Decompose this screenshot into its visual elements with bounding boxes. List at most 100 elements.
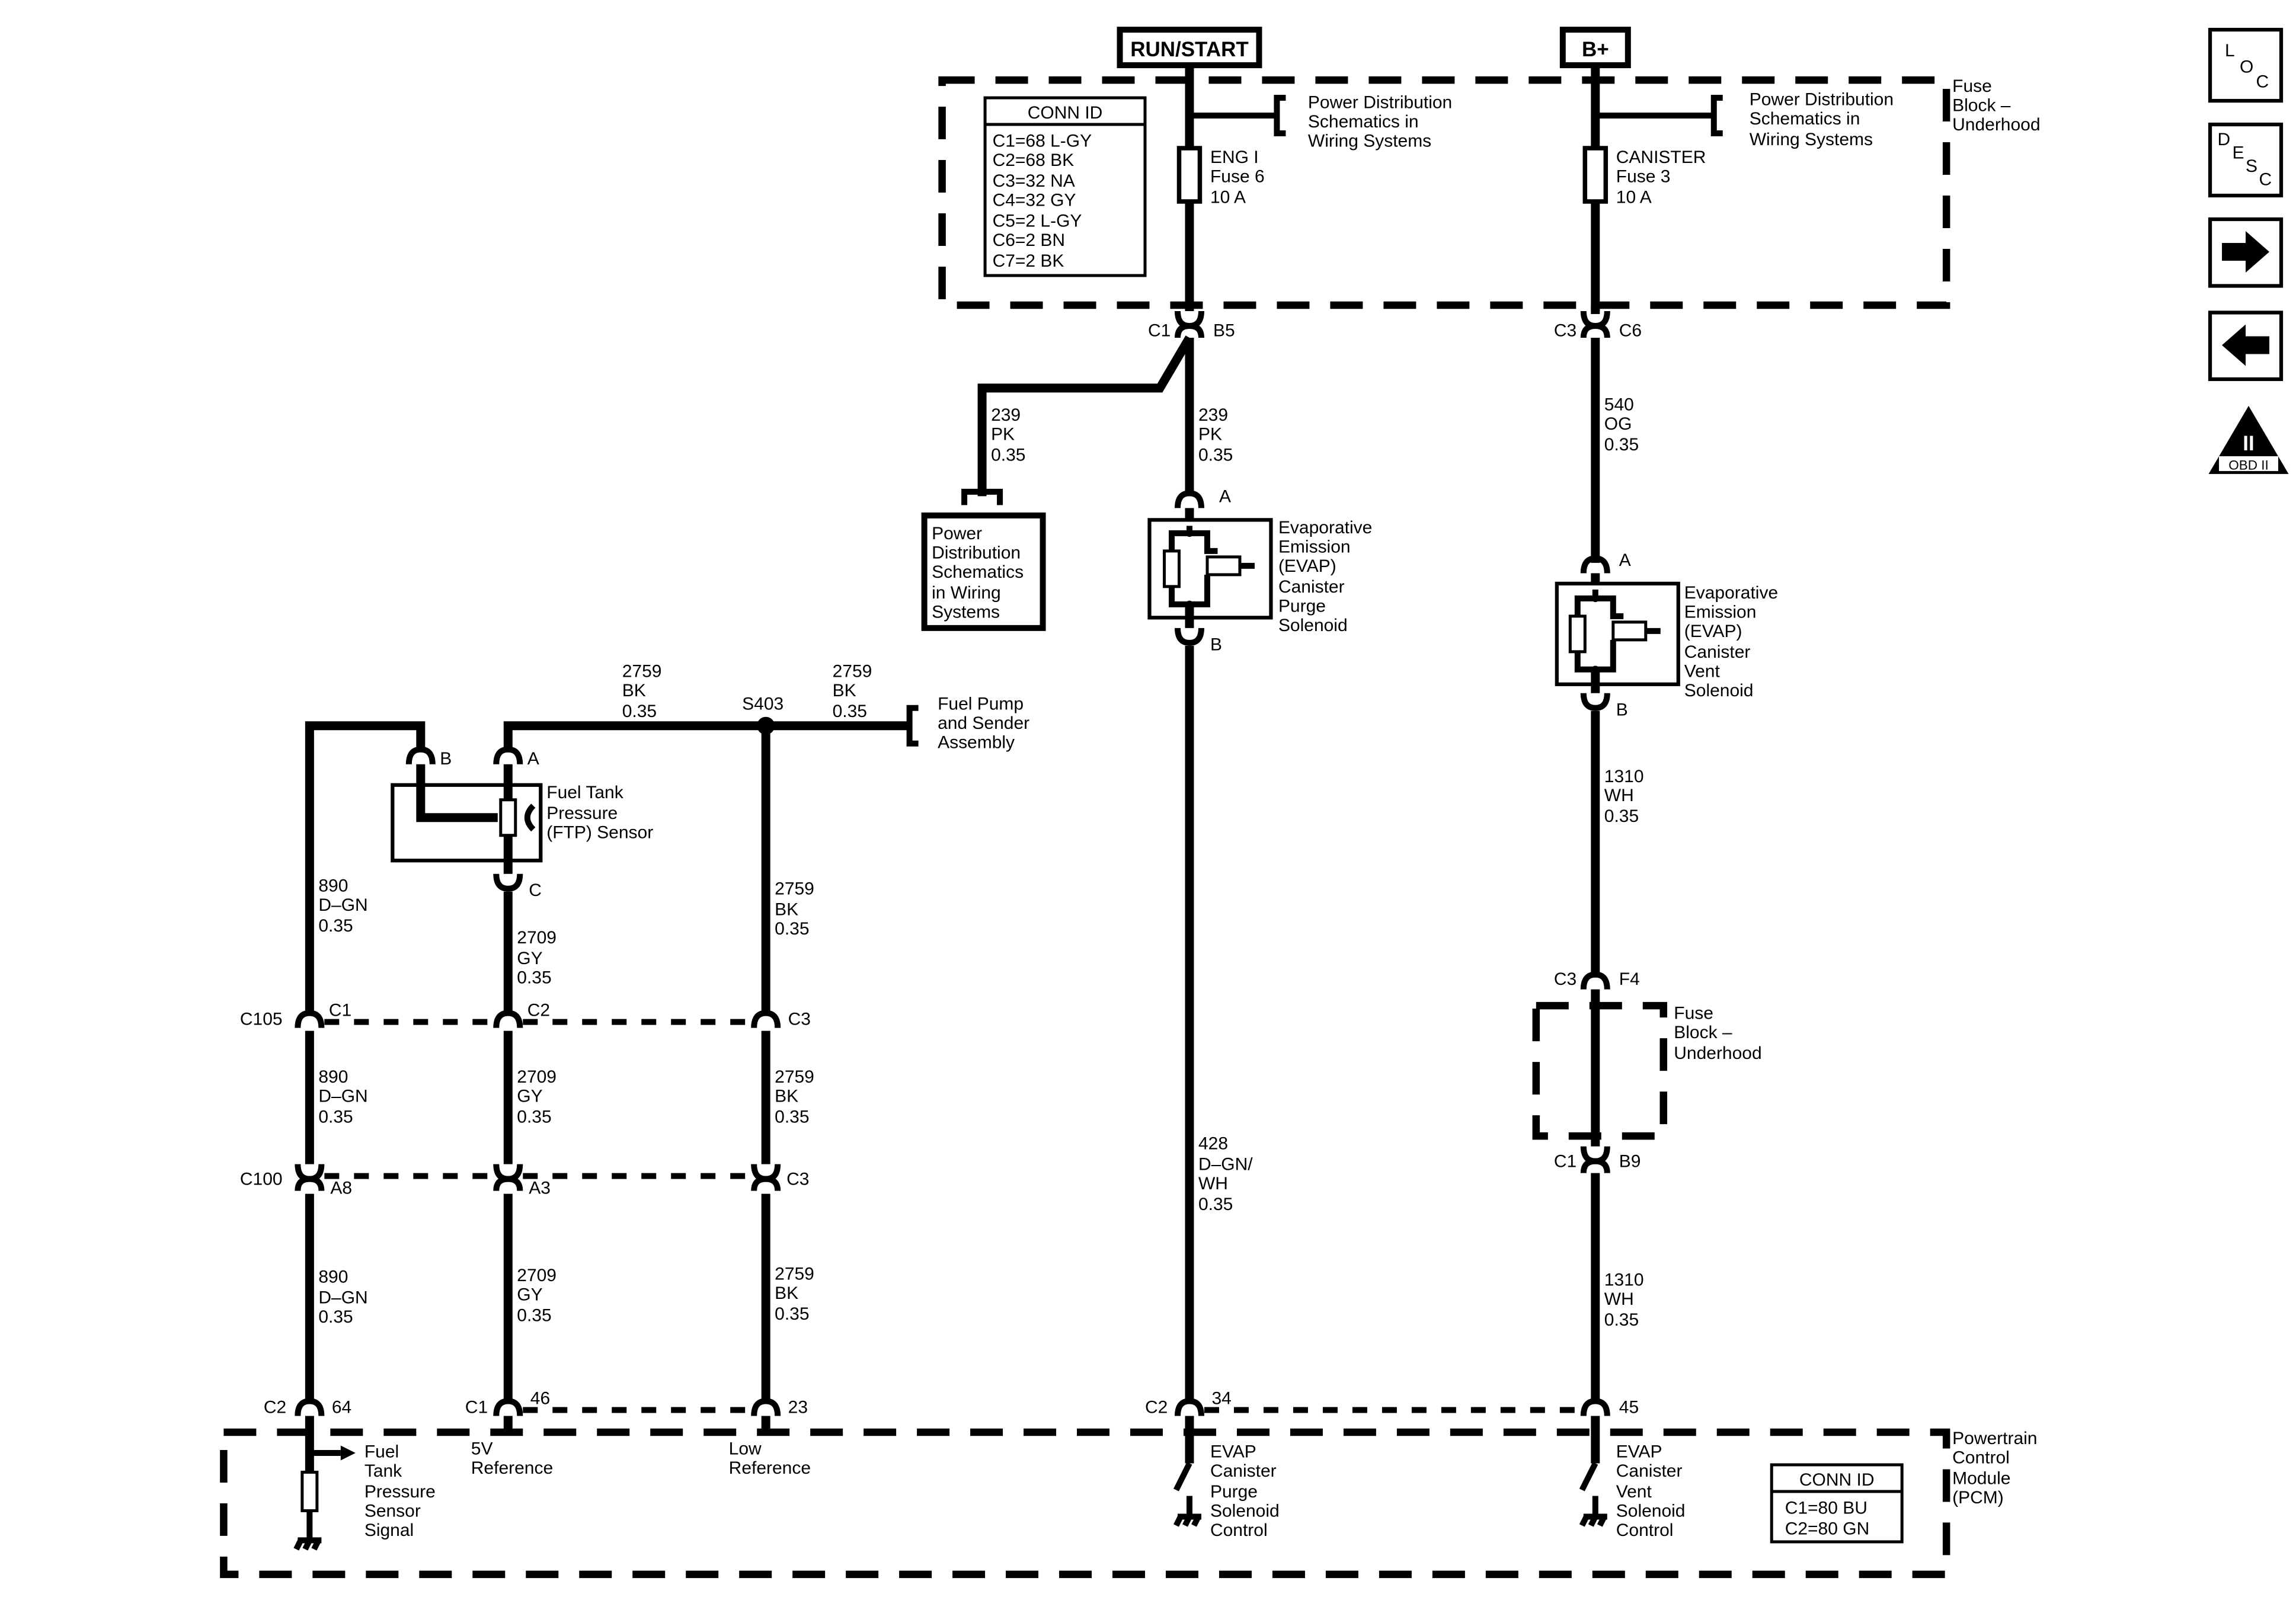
svg-text:0.35: 0.35 bbox=[318, 1108, 353, 1127]
svg-text:EVAP: EVAP bbox=[1210, 1442, 1256, 1461]
svg-text:D–GN: D–GN bbox=[318, 895, 367, 915]
svg-text:Fuel Tank: Fuel Tank bbox=[546, 783, 623, 802]
conn-id-table-top: CONN ID C1=68 L-GY C2=68 BK C3=32 NA C4=… bbox=[983, 96, 1147, 277]
svg-text:C6=2 BN: C6=2 BN bbox=[993, 231, 1066, 250]
svg-text:C5=2 L-GY: C5=2 L-GY bbox=[993, 212, 1082, 231]
obd-ii-button[interactable]: II OBD II bbox=[2208, 405, 2289, 474]
wire-label-239-branch: 239 PK 0.35 bbox=[991, 405, 1025, 465]
svg-text:C2: C2 bbox=[527, 1001, 550, 1020]
svg-text:BK: BK bbox=[622, 681, 646, 700]
svg-text:Distribution: Distribution bbox=[932, 543, 1021, 562]
svg-text:C3: C3 bbox=[788, 1010, 811, 1029]
svg-text:Schematics: Schematics bbox=[932, 562, 1024, 582]
loc-button[interactable]: L O C bbox=[2208, 27, 2284, 103]
svg-text:Fuel Pump: Fuel Pump bbox=[938, 694, 1024, 713]
svg-text:ENG I: ENG I bbox=[1210, 148, 1259, 167]
svg-text:0.35: 0.35 bbox=[775, 919, 809, 939]
svg-text:CANISTER: CANISTER bbox=[1616, 148, 1706, 167]
splice-label: S403 bbox=[742, 694, 784, 713]
svg-text:10 A: 10 A bbox=[1210, 188, 1246, 207]
left-arrow-icon bbox=[2222, 324, 2270, 366]
svg-text:2709: 2709 bbox=[517, 928, 557, 948]
svg-text:(EVAP): (EVAP) bbox=[1684, 622, 1742, 641]
svg-text:2709: 2709 bbox=[517, 1266, 557, 1285]
svg-text:D–GN: D–GN bbox=[318, 1288, 367, 1308]
svg-text:C7=2 BK: C7=2 BK bbox=[993, 251, 1064, 271]
svg-text:428: 428 bbox=[1198, 1134, 1228, 1154]
evap-purge-solenoid bbox=[1147, 518, 1273, 646]
svg-text:Assembly: Assembly bbox=[938, 732, 1015, 752]
canister-fuse-3 bbox=[1582, 146, 1609, 204]
wire-labels-row-3: 890 D–GN 0.35 2709 GY 0.35 2759 BK 0.35 bbox=[318, 1265, 814, 1327]
branch-239-to-power-dist bbox=[921, 335, 1194, 631]
svg-text:Canister: Canister bbox=[1684, 642, 1751, 662]
svg-text:0.35: 0.35 bbox=[517, 1306, 551, 1326]
svg-text:1310: 1310 bbox=[1604, 1270, 1644, 1290]
svg-text:WH: WH bbox=[1198, 1174, 1228, 1193]
svg-text:Control: Control bbox=[1210, 1521, 1268, 1540]
svg-text:34: 34 bbox=[1211, 1388, 1231, 1408]
run-start-supply: RUN/START bbox=[1117, 27, 1262, 69]
svg-text:239: 239 bbox=[991, 405, 1021, 425]
svg-text:PK: PK bbox=[1198, 424, 1222, 444]
desc-button[interactable]: D E S C bbox=[2208, 122, 2284, 198]
svg-text:C4=32 GY: C4=32 GY bbox=[993, 191, 1076, 210]
svg-text:Wiring Systems: Wiring Systems bbox=[1308, 132, 1431, 151]
wire-label-1310-upper: 1310 WH 0.35 bbox=[1604, 767, 1644, 826]
wire-label-428: 428 D–GN/ WH 0.35 bbox=[1198, 1134, 1253, 1214]
connector-c1-b9: C1 B9 bbox=[1554, 1146, 1641, 1173]
svg-text:0.35: 0.35 bbox=[622, 702, 657, 721]
svg-text:GY: GY bbox=[517, 1285, 542, 1305]
svg-text:GY: GY bbox=[517, 949, 542, 968]
svg-text:Systems: Systems bbox=[932, 602, 1000, 622]
svg-text:S403: S403 bbox=[742, 694, 784, 713]
prev-arrow-button[interactable] bbox=[2208, 311, 2284, 382]
svg-text:BK: BK bbox=[833, 681, 856, 700]
svg-text:2709: 2709 bbox=[517, 1067, 557, 1087]
pcm-low-ref-label: Low Reference bbox=[729, 1416, 811, 1478]
svg-text:Power Distribution: Power Distribution bbox=[1750, 90, 1894, 110]
wire-labels-row-2: 890 D–GN 0.35 2709 GY 0.35 2759 BK 0.35 bbox=[318, 1067, 814, 1126]
svg-text:64: 64 bbox=[332, 1397, 351, 1417]
svg-text:C1: C1 bbox=[329, 1001, 351, 1020]
svg-text:C1: C1 bbox=[1148, 321, 1171, 340]
pcm-ftp-signal-circuit bbox=[293, 1416, 356, 1551]
next-arrow-button[interactable] bbox=[2208, 217, 2284, 288]
svg-text:0.35: 0.35 bbox=[517, 968, 551, 988]
svg-text:B+: B+ bbox=[1582, 38, 1609, 61]
fuel-pump-assembly-ref: Fuel Pump and Sender Assembly bbox=[938, 694, 1029, 752]
vent-solenoid-label: A Evaporative Emission (EVAP) Canister V… bbox=[1616, 550, 1778, 719]
svg-text:Wiring Systems: Wiring Systems bbox=[1750, 130, 1873, 149]
pcm-connectors: C2 64 C1 46 23 C2 34 45 bbox=[264, 1388, 1639, 1417]
svg-text:A3: A3 bbox=[529, 1179, 551, 1198]
svg-text:E: E bbox=[2233, 143, 2244, 163]
svg-text:Power Distribution: Power Distribution bbox=[1308, 93, 1452, 113]
svg-text:890: 890 bbox=[318, 1267, 348, 1287]
pcm-ftp-signal-label: Fuel Tank Pressure Sensor Signal bbox=[364, 1442, 436, 1539]
svg-text:A8: A8 bbox=[330, 1179, 352, 1198]
svg-text:OG: OG bbox=[1604, 414, 1632, 434]
connector-c105: C105 C1 C2 C3 bbox=[240, 1001, 811, 1029]
svg-text:F4: F4 bbox=[1619, 969, 1640, 989]
svg-text:0.35: 0.35 bbox=[318, 1307, 353, 1327]
svg-text:C2=80 GN: C2=80 GN bbox=[1785, 1519, 1870, 1538]
svg-text:Emission: Emission bbox=[1684, 602, 1757, 622]
svg-text:C2=68 BK: C2=68 BK bbox=[993, 151, 1075, 170]
svg-text:D–GN/: D–GN/ bbox=[1198, 1155, 1253, 1174]
svg-text:Underhood: Underhood bbox=[1952, 115, 2040, 135]
svg-text:0.35: 0.35 bbox=[517, 1108, 551, 1127]
svg-text:and Sender: and Sender bbox=[938, 713, 1029, 733]
fuse-block-label-mid: Fuse Block – Underhood bbox=[1674, 1004, 1761, 1063]
evap-vent-solenoid bbox=[1555, 555, 1680, 978]
svg-text:RUN/START: RUN/START bbox=[1130, 38, 1249, 61]
svg-text:0.35: 0.35 bbox=[1198, 1195, 1233, 1214]
pcm-vent-ctl-label: EVAP Canister Vent Solenoid Control bbox=[1616, 1442, 1686, 1539]
svg-text:Evaporative: Evaporative bbox=[1684, 583, 1778, 603]
pcm-vent-driver bbox=[1579, 1416, 1607, 1527]
svg-text:Canister: Canister bbox=[1278, 577, 1345, 597]
wires-c100-to-pcm bbox=[305, 1193, 770, 1401]
purge-feed-wire: A bbox=[1174, 337, 1231, 526]
svg-text:A: A bbox=[527, 749, 539, 769]
svg-text:in Wiring: in Wiring bbox=[932, 583, 1001, 603]
